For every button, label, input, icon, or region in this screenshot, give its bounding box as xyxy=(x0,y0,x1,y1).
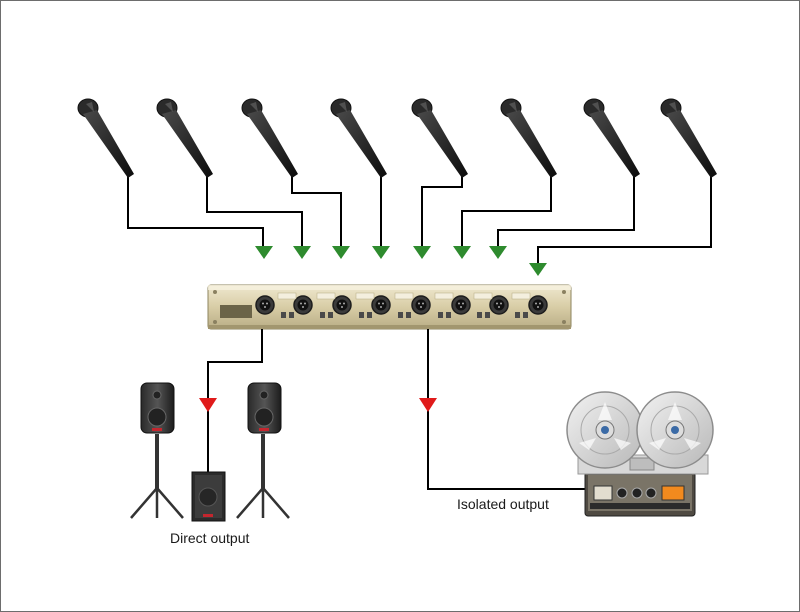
supply-reel xyxy=(566,391,644,469)
channel-label-strips xyxy=(277,292,531,300)
input-arrow-8 xyxy=(529,263,547,276)
wire-mic-2 xyxy=(206,170,303,246)
microphones xyxy=(77,98,718,179)
xlr-connector-icon xyxy=(411,295,431,315)
input-arrow-6 xyxy=(453,246,471,259)
xlr-connector-icon xyxy=(332,295,352,315)
wire-isolated-output xyxy=(427,329,590,490)
reel-to-reel-recorder-icon xyxy=(566,391,714,517)
input-arrow-2 xyxy=(293,246,311,259)
speaker-icon xyxy=(236,382,290,519)
wire-mic-6 xyxy=(461,170,552,246)
xlr-connector-icon xyxy=(293,295,313,315)
microphone-icon xyxy=(500,98,558,179)
direct-output-label: Direct output xyxy=(170,530,250,546)
xlr-connector-icon xyxy=(528,295,548,315)
splitter-unit xyxy=(207,284,572,330)
input-arrow-4 xyxy=(372,246,390,259)
isolated-output-label: Isolated output xyxy=(457,496,549,512)
microphone-icon xyxy=(660,98,718,179)
isolated-output-arrow xyxy=(419,398,437,412)
wire-mic-3 xyxy=(291,170,342,246)
microphone-icon xyxy=(411,98,469,179)
xlr-connector-icon xyxy=(371,295,391,315)
input-arrow-7 xyxy=(489,246,507,259)
xlr-connector-icon xyxy=(255,295,275,315)
wire-mic-7 xyxy=(497,170,635,246)
ground-lift-switches xyxy=(281,312,528,318)
microphone-icon xyxy=(156,98,214,179)
pa-system xyxy=(130,382,290,522)
wire-mic-1 xyxy=(127,170,264,246)
xlr-connector-icon xyxy=(489,295,509,315)
takeup-reel xyxy=(636,391,714,469)
xlr-connector-icon xyxy=(451,295,471,315)
microphone-icon xyxy=(77,98,135,179)
output-wires xyxy=(207,329,590,490)
input-arrow-5 xyxy=(413,246,431,259)
input-arrow-3 xyxy=(332,246,350,259)
device-logo xyxy=(220,305,252,318)
speaker-icon xyxy=(130,382,184,519)
wire-mic-5 xyxy=(421,170,463,246)
subwoofer-icon xyxy=(191,471,226,522)
microphone-icon xyxy=(330,98,388,179)
direct-output-arrow xyxy=(199,398,217,412)
microphone-icon xyxy=(241,98,299,179)
wire-direct-output xyxy=(207,329,263,472)
input-wires xyxy=(127,170,712,263)
input-arrow-1 xyxy=(255,246,273,259)
microphone-icon xyxy=(583,98,641,179)
input-arrows xyxy=(255,246,547,276)
wire-mic-8 xyxy=(537,170,712,263)
